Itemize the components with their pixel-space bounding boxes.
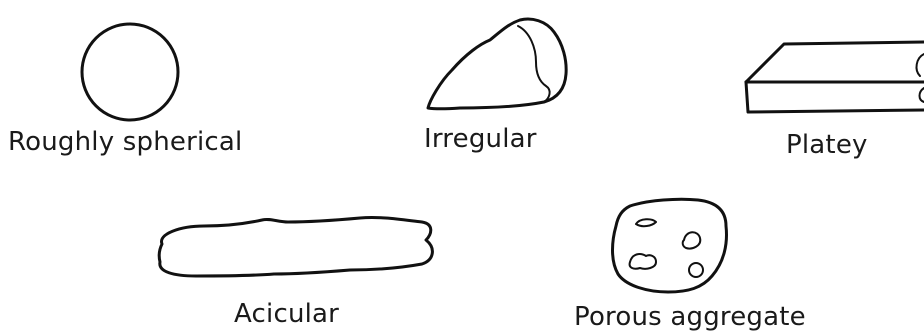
acicular-label: Acicular (234, 299, 339, 329)
plate-particle-icon (740, 30, 924, 122)
spherical-label: Roughly spherical (8, 127, 242, 157)
porous-label: Porous aggregate (574, 302, 806, 332)
circle-shape-icon (78, 20, 182, 124)
needle-particle-icon (150, 210, 440, 286)
porous-aggregate-icon (608, 196, 732, 296)
platey-label: Platey (786, 130, 868, 160)
irregular-particle-icon (420, 14, 572, 114)
irregular-label: Irregular (424, 124, 537, 154)
